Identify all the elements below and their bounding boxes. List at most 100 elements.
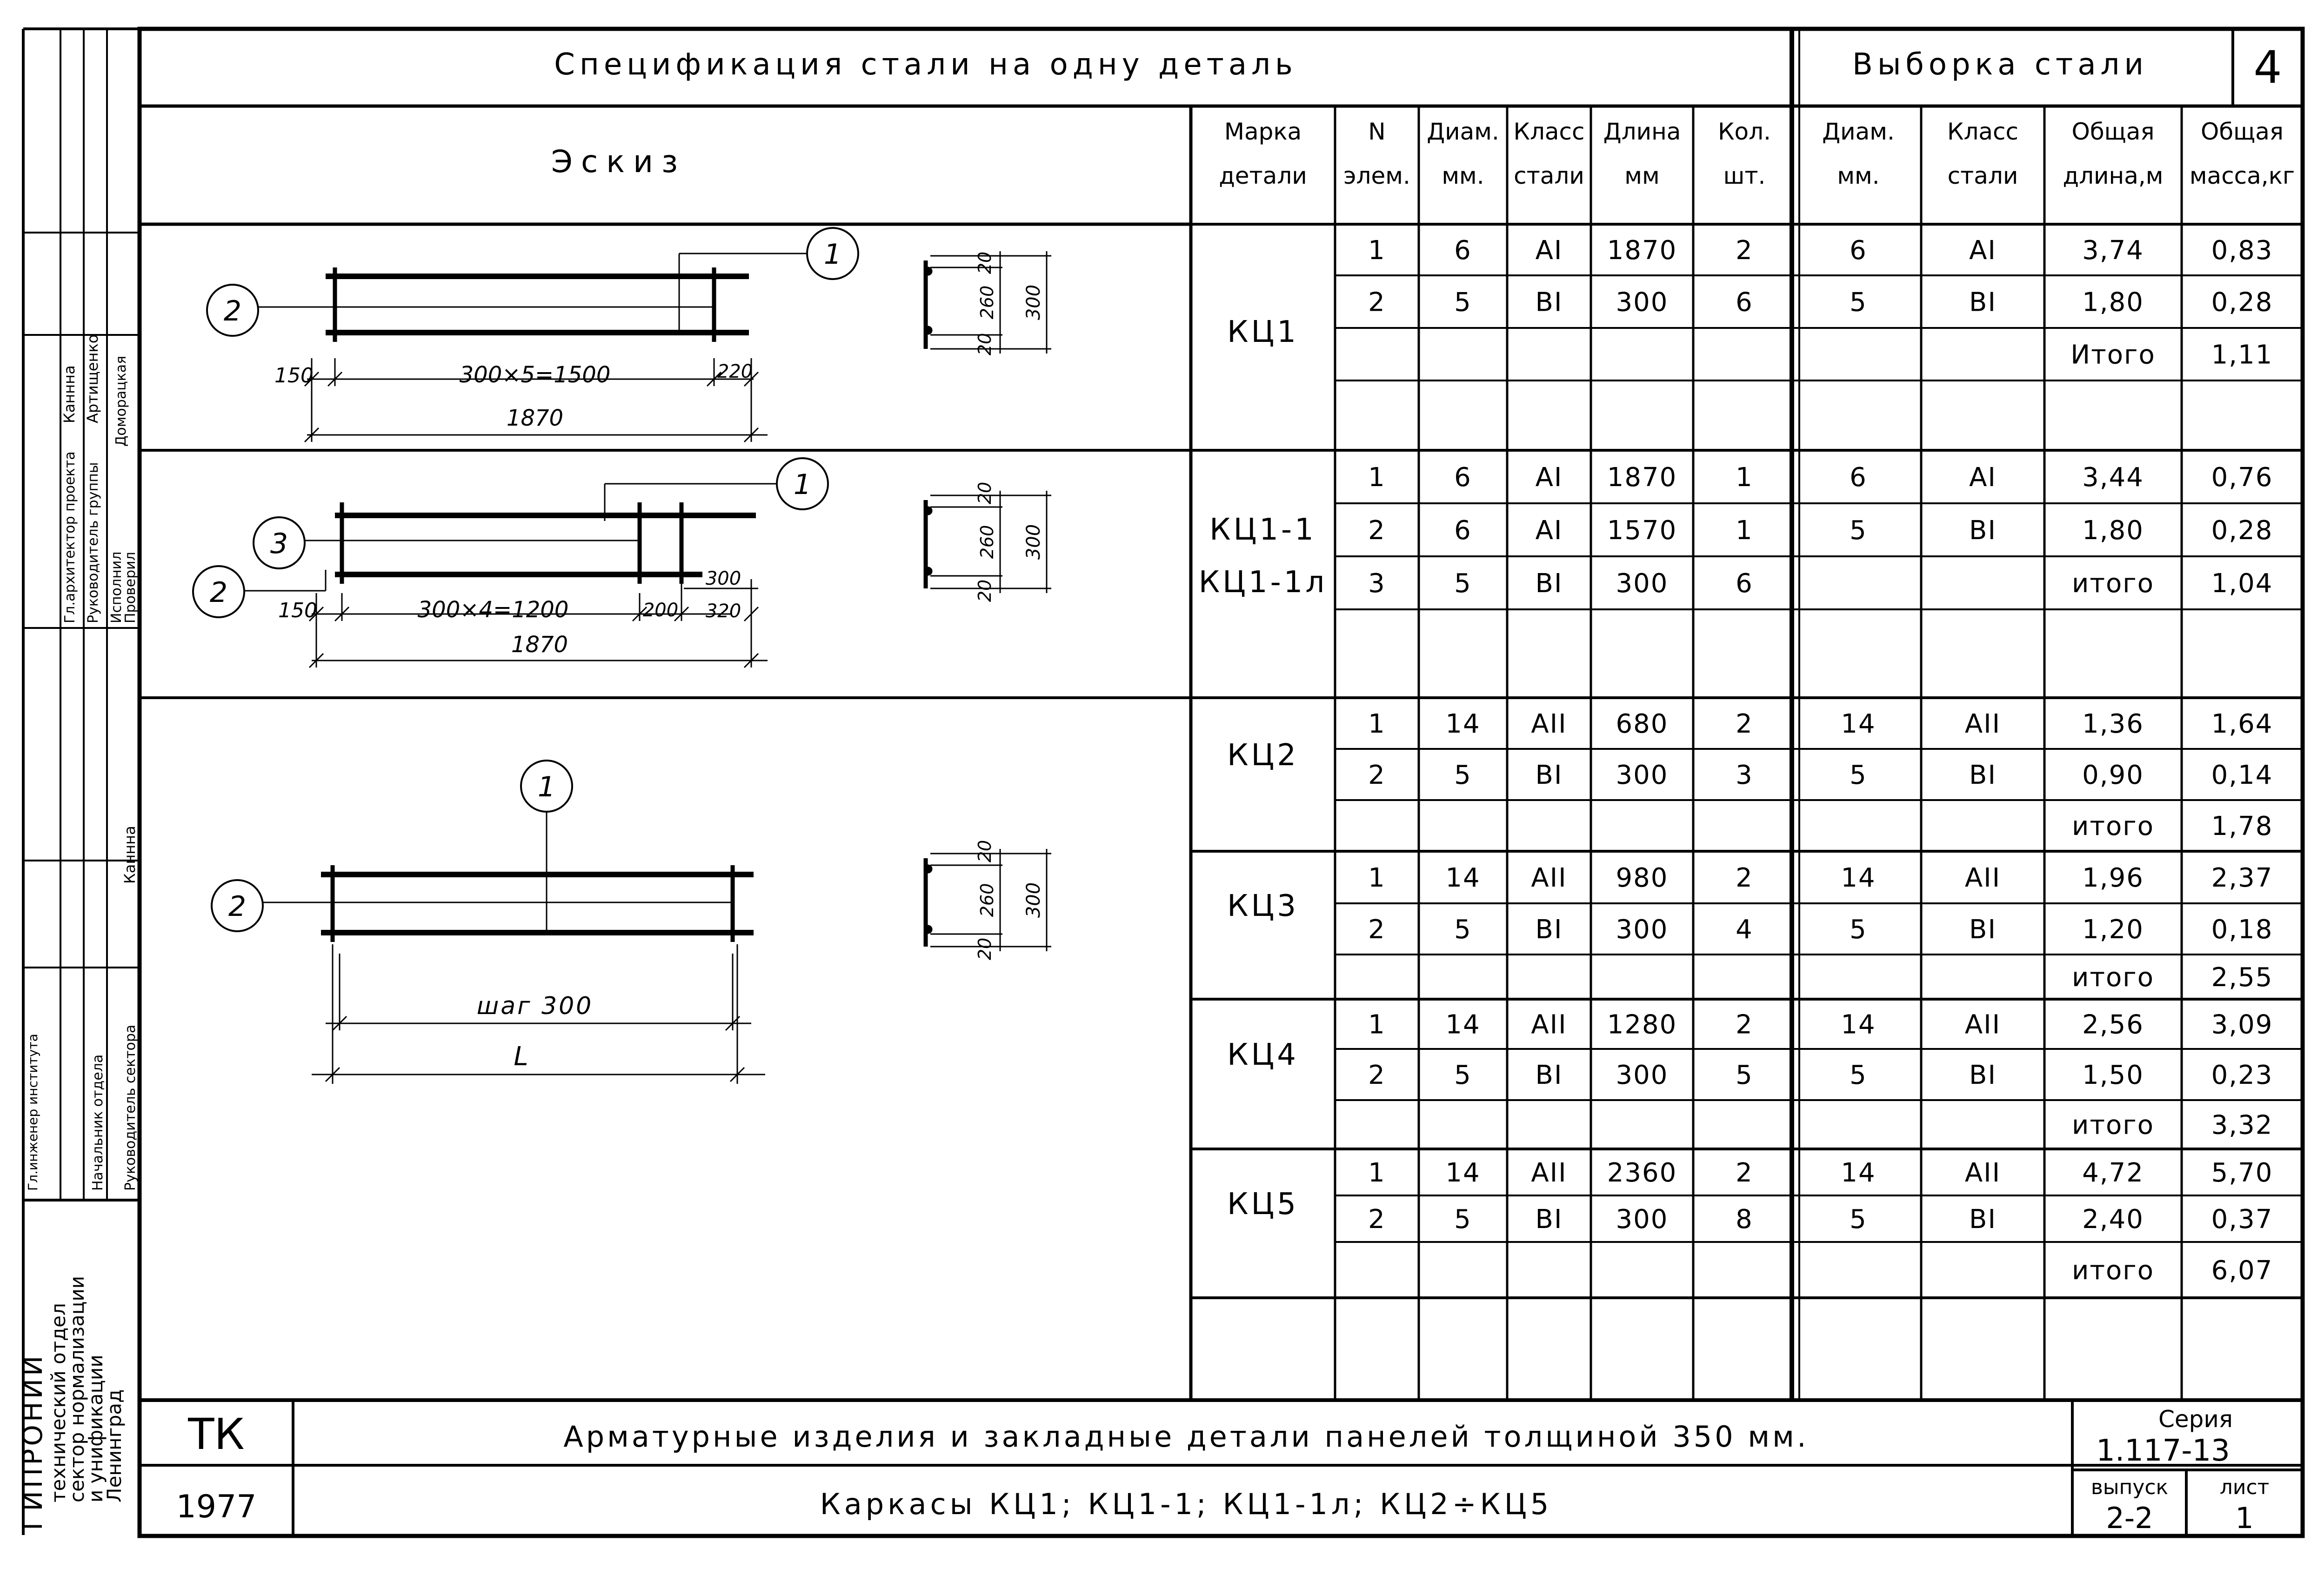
- cell-d: 14: [1445, 709, 1480, 739]
- column-header-elem-1: элем.: [1343, 162, 1410, 189]
- column-header-class-0: Класс: [1513, 118, 1584, 145]
- cell-scls: AII: [1965, 1158, 2001, 1188]
- column-header-mark-0: Марка: [1224, 118, 1302, 145]
- cell-smass: 2,37: [2211, 863, 2273, 893]
- cell-len: 1870: [1607, 235, 1677, 266]
- doc-title-sub: Каркасы КЦ1; КЦ1-1; КЦ1-1л; КЦ2÷КЦ5: [820, 1487, 1553, 1521]
- kc1-pos-2: 2: [224, 295, 241, 327]
- cell-d: 14: [1445, 1010, 1480, 1040]
- stamp-name-3: Доморацкая: [113, 356, 129, 447]
- cell-len: 300: [1616, 760, 1669, 790]
- sketch-kc11-labels: 1 3 2 150 300×4=1200 200 300 320 1870 20…: [210, 468, 1044, 658]
- cell-n: 2: [1368, 1204, 1386, 1235]
- kc1-sec-mid: 260: [977, 286, 997, 320]
- institute-unification: и унификации: [84, 1355, 107, 1502]
- cell-len: 1870: [1607, 462, 1677, 493]
- cell-scls: BI: [1969, 760, 1997, 790]
- cell-mark: КЦ5: [1227, 1187, 1299, 1222]
- cell-slen: 1,80: [2082, 515, 2144, 546]
- cell-sd: 14: [1841, 1158, 1876, 1188]
- institute-dept: технический отдел: [47, 1303, 70, 1502]
- kc1-dim-mid: 300×5=1500: [460, 362, 611, 388]
- cell-sd: 5: [1850, 515, 1867, 546]
- cell-n: 1: [1368, 863, 1386, 893]
- cell-smass: 0,83: [2211, 235, 2273, 266]
- cell-qty: 2: [1736, 1010, 1753, 1040]
- cell-mark: КЦ1: [1227, 315, 1299, 349]
- cell-n: 1: [1368, 1158, 1386, 1188]
- cell-slen: итого: [2072, 811, 2154, 841]
- cell-len: 300: [1616, 1060, 1669, 1090]
- spec-table-header: МаркадеталиNэлем.Диам.мм.КласссталиДлина…: [1219, 118, 2295, 189]
- column-header-length-1: мм: [1624, 162, 1659, 189]
- cell-slen: 1,50: [2082, 1060, 2144, 1090]
- sketch-kc2-labels: 1 2 шаг 300 L 20 260 20 300: [228, 771, 1044, 1072]
- cell-slen: 2,40: [2082, 1204, 2144, 1235]
- cell-mark: КЦ3: [1227, 889, 1299, 923]
- cell-cls: AI: [1536, 515, 1563, 546]
- cell-qty: 5: [1736, 1060, 1753, 1090]
- stamp-name-2: Артищенко: [84, 334, 101, 423]
- kc11-dim-200: 200: [643, 600, 678, 621]
- cell-slen: 2,56: [2082, 1010, 2144, 1040]
- cell-qty: 8: [1736, 1204, 1753, 1235]
- cell-scls: BI: [1969, 515, 1997, 546]
- cell-d: 5: [1454, 568, 1472, 599]
- stamp-role-checked: Проверил: [122, 552, 139, 623]
- cell-n: 1: [1368, 462, 1386, 493]
- column-header-mark-1: детали: [1219, 162, 1307, 189]
- cell-n: 1: [1368, 1010, 1386, 1040]
- cell-cls: AII: [1531, 863, 1567, 893]
- cell-sd: 5: [1850, 287, 1867, 318]
- cell-d: 14: [1445, 1158, 1480, 1188]
- cell-d: 5: [1454, 1060, 1472, 1090]
- series-label: Серия: [2158, 1406, 2233, 1433]
- cell-d: 6: [1454, 462, 1472, 493]
- kc1-pos-1: 1: [824, 238, 841, 271]
- left-stamp-texts: Гл.архитектор проекта Руководитель групп…: [17, 334, 139, 1530]
- sketch-kc11: [192, 457, 1051, 668]
- kc11-sec-total: 300: [1023, 524, 1044, 560]
- cell-qty: 6: [1736, 287, 1753, 318]
- kc1-sec-total: 300: [1023, 285, 1044, 320]
- stamp-role-group-lead: Руководитель группы: [85, 462, 101, 623]
- page-number: 4: [2253, 41, 2282, 93]
- cell-slen: 1,20: [2082, 914, 2144, 945]
- cell-cls: AII: [1531, 1010, 1567, 1040]
- institute-city: Ленинград: [103, 1389, 126, 1502]
- spec-table-grid: [1191, 106, 2303, 1400]
- sheet-value: 1: [2235, 1501, 2253, 1535]
- cell-scls: BI: [1969, 1204, 1997, 1235]
- cell-smass: 3,32: [2211, 1110, 2273, 1141]
- cell-sd: 14: [1841, 709, 1876, 739]
- title-block-texts: ТК 1977 Арматурные изделия и закладные д…: [176, 1406, 2269, 1535]
- cell-qty: 4: [1736, 914, 1753, 945]
- cell-len: 1570: [1607, 515, 1677, 546]
- column-header-sel_total_len-0: Общая: [2071, 118, 2154, 145]
- cell-qty: 2: [1736, 1158, 1753, 1188]
- stamp-role-chief-architect: Гл.архитектор проекта: [62, 451, 78, 623]
- cell-scls: AII: [1965, 1010, 2001, 1040]
- selection-title: Выборка стали: [1852, 47, 2148, 82]
- column-header-sel_total_len-1: длина,м: [2063, 162, 2164, 189]
- cell-n: 2: [1368, 760, 1386, 790]
- institute-name: ГИПРОНИИ: [17, 1353, 48, 1530]
- stamp-name-4: Каннна: [121, 826, 139, 884]
- cell-smass: 0,28: [2211, 287, 2273, 318]
- cell-qty: 1: [1736, 462, 1753, 493]
- issue-label: выпуск: [2091, 1475, 2168, 1499]
- cell-smass: 0,76: [2211, 462, 2273, 493]
- cell-qty: 2: [1736, 709, 1753, 739]
- title-block: [140, 1400, 2303, 1536]
- kc1-dim-left: 150: [274, 364, 314, 387]
- column-header-sel_total_mass-0: Общая: [2201, 118, 2284, 145]
- column-header-sel_diam-1: мм.: [1837, 162, 1879, 189]
- kc11-dim-mid: 300×4=1200: [418, 597, 569, 623]
- cell-cls: AII: [1531, 709, 1567, 739]
- kc1-sec-bot: 20: [975, 333, 995, 355]
- cell-len: 2360: [1607, 1158, 1677, 1188]
- cell-slen: 1,36: [2082, 709, 2144, 739]
- sketch-kc2: [211, 760, 1051, 1084]
- kc11-dim-total: 1870: [511, 632, 568, 658]
- cell-smass: 3,09: [2211, 1010, 2273, 1040]
